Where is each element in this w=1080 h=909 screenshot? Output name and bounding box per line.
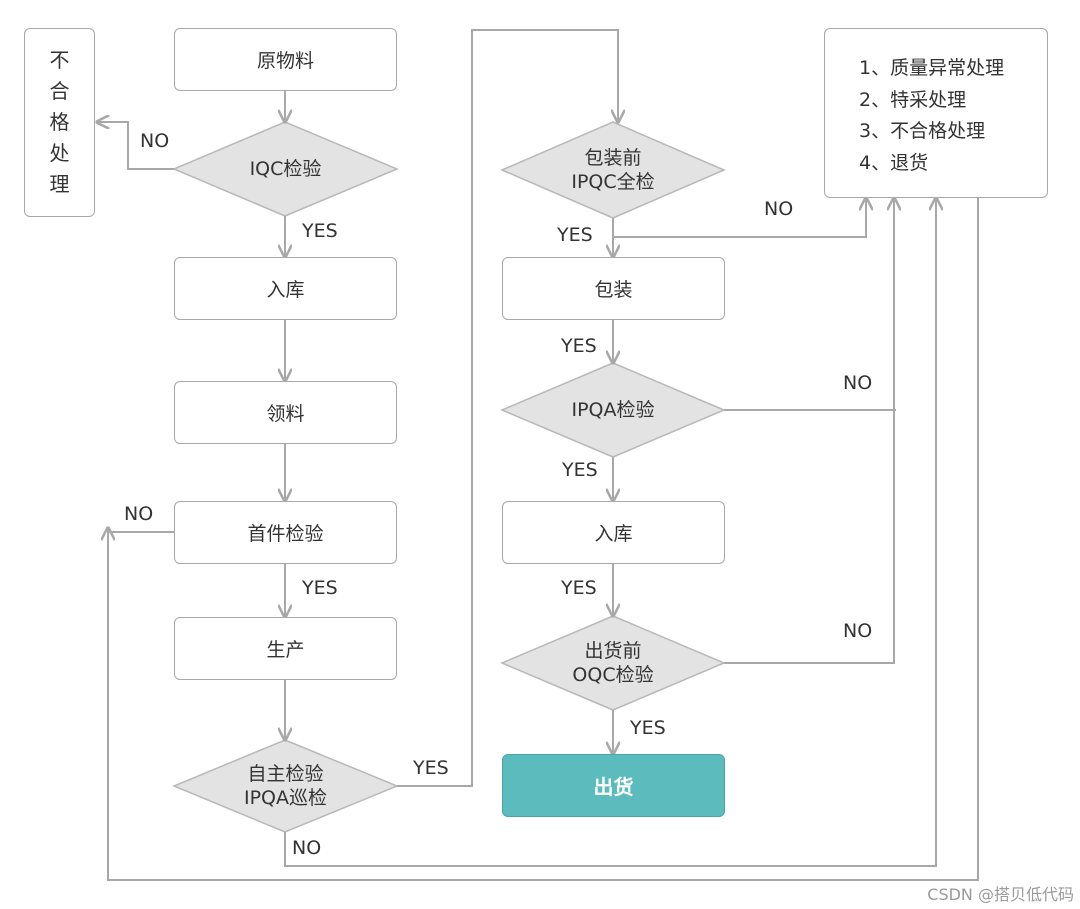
pre-pack-label: 包装前 IPQC全检 [502, 122, 724, 218]
self-inspection-line-1: 自主检验 [247, 763, 324, 785]
oqc-label: 出货前 OQC检验 [502, 616, 724, 710]
reject-char-5: 理 [49, 172, 70, 196]
iqc-no-label: NO [140, 130, 170, 152]
self-inspection-line-2: IPQA巡检 [243, 787, 327, 809]
first-article-box: 首件检验 [174, 501, 397, 564]
reject-char-1: 不 [49, 48, 70, 72]
ipqa-label: IPQA检验 [502, 363, 724, 457]
self-yes-label: YES [413, 757, 449, 779]
prepack-yes-label: YES [557, 224, 593, 246]
iqc-yes-label: YES [302, 220, 338, 242]
ipqa-no-label: NO [843, 372, 873, 394]
storage-yes-label: YES [561, 577, 597, 599]
raw-material-box: 原物料 [174, 28, 397, 91]
oqc-line-2: OQC检验 [572, 664, 654, 686]
oqc-line-1: 出货前 [584, 640, 642, 662]
loop-to-reject [108, 198, 979, 881]
oqc-no-label: NO [843, 620, 873, 642]
handling-option-2: 2、特采处理 [859, 88, 967, 111]
arrow-oqc-no [724, 198, 894, 664]
pre-pack-line-1: 包装前 [584, 147, 642, 169]
arrow-self-no [284, 198, 936, 867]
storage-box-1: 入库 [174, 257, 397, 320]
watermark: CSDN @搭贝低代码 [927, 885, 1074, 904]
reject-char-3: 格 [49, 110, 70, 134]
reject-handling-box: 不 合 格 处 理 [24, 28, 95, 217]
handling-option-1: 1、质量异常处理 [859, 57, 1005, 79]
first-article-yes-label: YES [302, 577, 338, 599]
pack-yes-label: YES [561, 335, 597, 357]
self-inspection-label: 自主检验 IPQA巡检 [174, 740, 397, 832]
prepack-no-label: NO [764, 198, 794, 220]
arrow-iqc-no [97, 122, 174, 170]
shipping-box: 出货 [502, 754, 725, 817]
arrow-self-yes [397, 29, 618, 787]
self-no-label: NO [292, 837, 322, 859]
reject-char-2: 合 [49, 79, 70, 103]
handling-options-box: 1、质量异常处理 2、特采处理 3、不合格处理 4、退货 [824, 28, 1048, 198]
reject-char-4: 处 [49, 141, 70, 165]
handling-option-3: 3、不合格处理 [859, 120, 986, 142]
first-article-no-label: NO [124, 503, 154, 525]
ipqa-yes-label: YES [562, 459, 598, 481]
handling-option-4: 4、退货 [859, 151, 929, 174]
ipqa-label-line: IPQA检验 [571, 399, 655, 421]
iqc-label-line: IQC检验 [249, 158, 322, 180]
packing-box: 包装 [502, 257, 725, 320]
oqc-yes-label: YES [630, 717, 666, 739]
production-box: 生产 [174, 617, 397, 680]
picking-box: 领料 [174, 381, 397, 444]
pre-pack-line-2: IPQC全检 [571, 171, 655, 193]
storage-box-2: 入库 [502, 501, 725, 564]
iqc-label: IQC检验 [174, 122, 397, 216]
arrow-prepack-no [613, 198, 866, 238]
